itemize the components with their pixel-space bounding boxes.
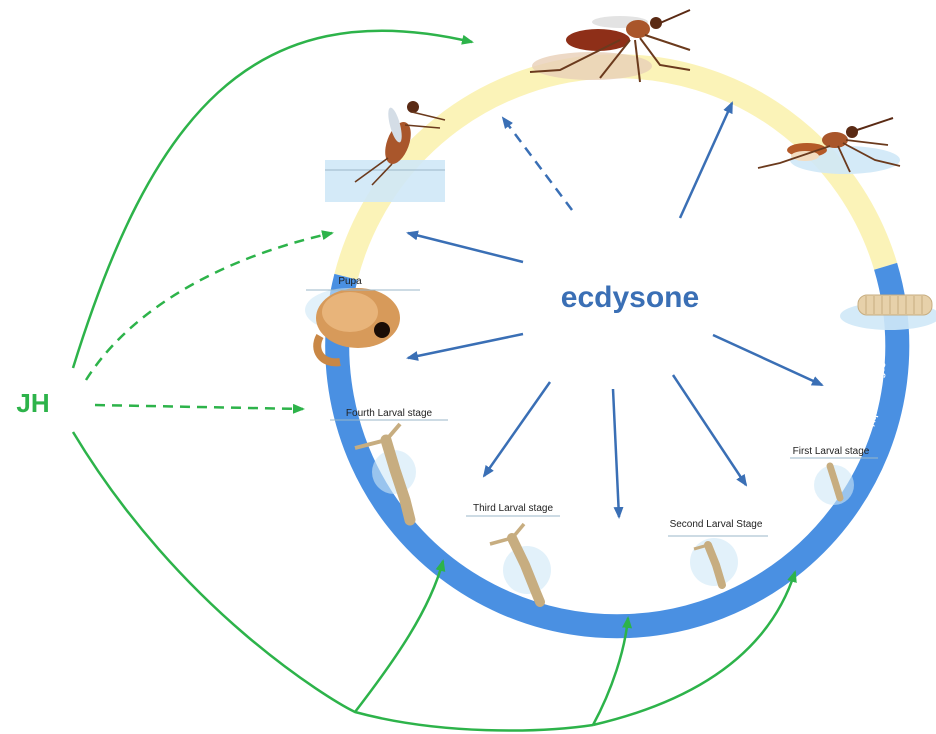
stage-label-fourth: Fourth Larval stage	[346, 408, 433, 419]
pupa-icon: Pupa	[305, 276, 420, 362]
egg-raft-icon	[840, 295, 936, 330]
ecdysone-arrow-first	[713, 335, 822, 385]
stage-label-first: First Larval stage	[793, 446, 870, 457]
ecdysone-arrow-third	[613, 389, 619, 517]
ecdysone-arrow-pupa	[408, 334, 523, 358]
second-larva-icon: Second Larval Stage	[668, 519, 768, 586]
stage-label-third: Third Larval stage	[473, 503, 553, 514]
stage-label-pupa: Pupa	[338, 276, 362, 287]
ecdysone-arrow-fourth	[484, 382, 550, 476]
ecdysone-label: ecdysone	[561, 281, 699, 314]
jh-label: JH	[16, 388, 49, 418]
jh-arrow-to-emerging	[86, 233, 332, 380]
stage-label-second: Second Larval Stage	[670, 519, 763, 530]
jh-arrow-to-pupa	[95, 405, 303, 409]
jh-arrow-to-fourth	[355, 561, 443, 712]
ecdysone-arrow-adult	[680, 103, 732, 218]
ecdysone-arrow-to-emerging	[408, 233, 523, 262]
ecdysone-arrow-second	[673, 375, 746, 485]
ecdysone-arrow-emergence	[503, 118, 572, 210]
